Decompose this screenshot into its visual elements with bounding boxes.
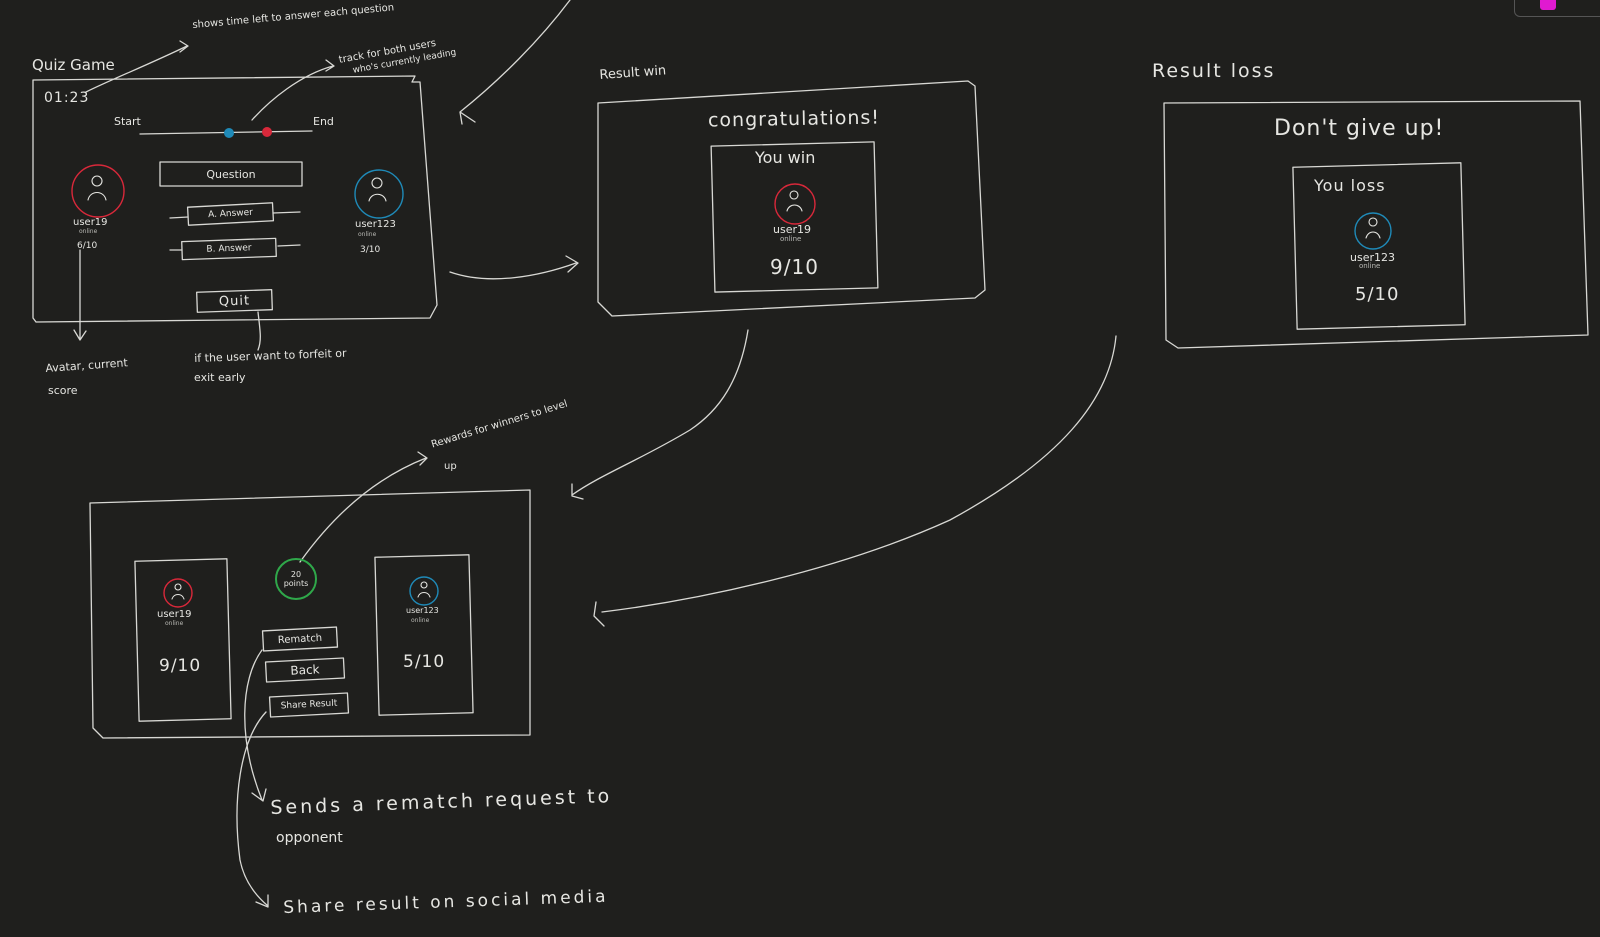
win-card xyxy=(710,141,879,293)
share-result-button[interactable]: Share Result xyxy=(280,698,338,712)
corner-widget[interactable] xyxy=(1514,0,1600,17)
loss-avatar-figure xyxy=(1365,217,1381,239)
quit-button[interactable]: Quit xyxy=(218,292,251,310)
loss-score: 5/10 xyxy=(1355,284,1400,305)
summary-player1-score: 9/10 xyxy=(159,656,202,676)
points-arrow xyxy=(299,451,428,563)
summary-player2-status: online xyxy=(411,617,430,624)
track-arrow xyxy=(251,59,335,121)
loss-screen-label: Result loss xyxy=(1152,60,1276,82)
progress-dot-blue xyxy=(224,128,234,138)
quiz-avatar-blue-figure xyxy=(368,177,387,202)
rematch-note-line2: opponent xyxy=(276,830,343,846)
rematch-button[interactable]: Rematch xyxy=(277,632,323,646)
quiz-to-win-arrow xyxy=(449,255,579,280)
summary-avatar-blue-ring xyxy=(409,576,439,606)
progress-dot-red xyxy=(262,127,272,137)
track-end-label: End xyxy=(313,115,334,128)
quiz-player2-name: user123 xyxy=(355,219,396,230)
quiz-avatar-blue-ring xyxy=(354,169,404,219)
win-player-name: user19 xyxy=(773,223,811,236)
win-heading: congratulations! xyxy=(707,106,881,132)
answer-b-box xyxy=(181,237,277,261)
loss-heading: Don't give up! xyxy=(1274,116,1445,141)
summary-player2-score: 5/10 xyxy=(403,652,446,672)
quiz-avatar-red-figure xyxy=(87,175,107,201)
quit-note-line2: exit early xyxy=(194,371,246,384)
loss-player-status: online xyxy=(1359,262,1381,270)
question-box xyxy=(159,161,303,187)
loss-frame xyxy=(1163,100,1589,349)
question-label: Question xyxy=(206,167,256,181)
points-badge: 20 points xyxy=(283,570,309,588)
quit-arrow xyxy=(257,311,261,351)
loss-card xyxy=(1292,162,1466,330)
back-button[interactable]: Back xyxy=(290,662,320,678)
win-score: 9/10 xyxy=(770,255,819,279)
loss-avatar-ring xyxy=(1354,212,1392,250)
win-avatar-ring xyxy=(774,183,816,225)
summary-player2-name: user123 xyxy=(406,606,439,615)
quiz-player1-score: 6/10 xyxy=(77,241,98,251)
quiz-player1-status: online xyxy=(79,228,98,235)
win-avatar-figure xyxy=(786,190,803,212)
rewards-note-line2: up xyxy=(444,461,457,472)
summary-card-right xyxy=(374,554,474,716)
points-badge-ring xyxy=(275,558,317,600)
win-player-status: online xyxy=(780,235,802,243)
summary-avatar-red-ring xyxy=(163,578,193,608)
win-to-summary-arrow xyxy=(571,329,749,500)
quiz-title: Quiz Game xyxy=(32,56,115,74)
share-box xyxy=(268,692,350,718)
quiz-timer: 01:23 xyxy=(44,90,90,106)
answer-a-line xyxy=(169,211,301,219)
corner-magenta-marker xyxy=(1540,0,1556,10)
quiz-incoming-arrow xyxy=(459,0,571,125)
answer-b-button[interactable]: B. Answer xyxy=(206,243,252,255)
summary-card-left xyxy=(134,558,232,722)
rematch-arrow xyxy=(244,649,267,802)
summary-avatar-blue-figure xyxy=(417,581,431,598)
summary-frame xyxy=(89,489,531,739)
win-frame xyxy=(597,80,986,317)
loss-player-name: user123 xyxy=(1350,251,1395,264)
track-start-label: Start xyxy=(114,115,141,128)
avatar-note-line2: score xyxy=(48,384,78,397)
quiz-avatar-red-ring xyxy=(71,164,125,218)
timer-arrow xyxy=(85,40,189,93)
summary-avatar-red-figure xyxy=(171,583,185,600)
quiz-player2-status: online xyxy=(358,231,377,238)
win-card-title: You win xyxy=(755,148,816,167)
answer-b-line xyxy=(169,244,301,251)
rematch-box xyxy=(261,626,339,652)
share-arrow xyxy=(236,711,269,908)
summary-player1-status: online xyxy=(165,620,184,627)
back-box xyxy=(264,657,346,683)
quiz-player1-name: user19 xyxy=(73,217,108,228)
avatar-arrow xyxy=(73,249,87,341)
loss-to-summary-arrow xyxy=(593,335,1117,627)
quit-box xyxy=(196,289,273,313)
answer-a-box xyxy=(186,202,275,226)
quiz-player2-score: 3/10 xyxy=(360,245,381,255)
summary-player1-name: user19 xyxy=(157,609,192,620)
loss-card-title: You loss xyxy=(1314,176,1386,195)
quiz-frame xyxy=(32,75,438,323)
